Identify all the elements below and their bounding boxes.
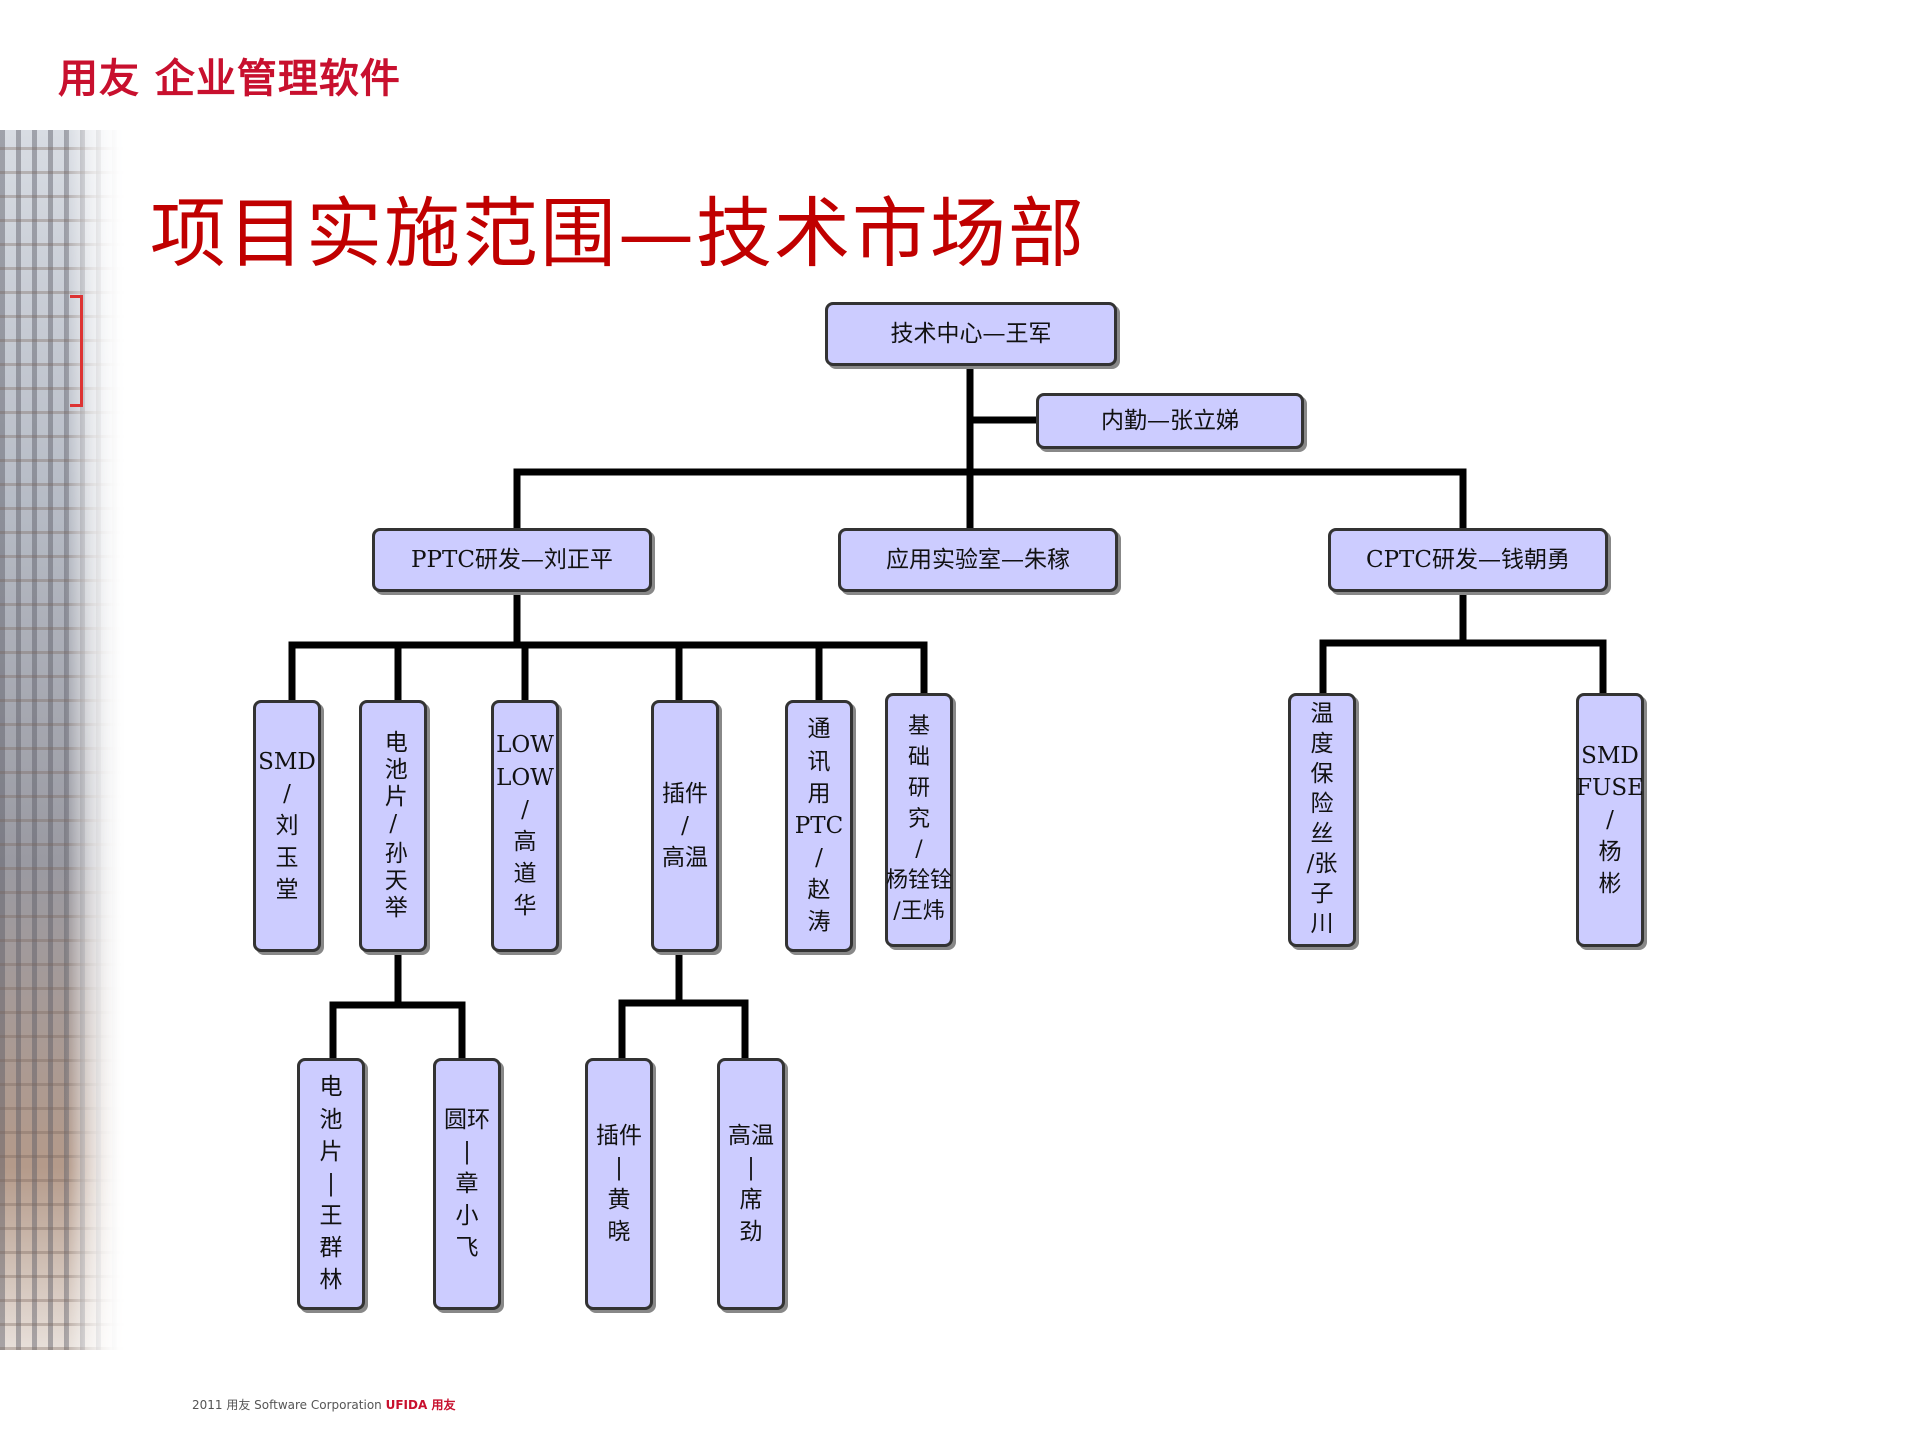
node-battery: 电池片/孙天举 bbox=[359, 700, 427, 952]
text-line: 基 bbox=[907, 714, 930, 740]
node-plugin-huang: 插件 | 黄 晓 bbox=[585, 1058, 653, 1310]
text-line: 赵 bbox=[807, 877, 831, 904]
text-line: 堂 bbox=[275, 877, 299, 904]
footer-brand: UFIDA 用友 bbox=[385, 1398, 456, 1412]
text-line: | bbox=[747, 1154, 755, 1181]
text-line: 杨铨铨 bbox=[886, 868, 953, 894]
text-line: 丝 bbox=[1310, 821, 1334, 847]
node-tech-center: 技术中心—王军 bbox=[825, 302, 1117, 366]
text-line: 劲 bbox=[739, 1219, 763, 1246]
node-smd-fuse: SMD FUSE / 杨 彬 bbox=[1576, 693, 1644, 947]
text-line: 彬 bbox=[1598, 871, 1622, 898]
text-line: | bbox=[327, 1170, 335, 1197]
text-line: 高 bbox=[513, 829, 537, 855]
node-smd: SMD / 刘 玉 堂 bbox=[253, 700, 321, 952]
text-line: SMD bbox=[258, 748, 316, 775]
text-line: 林 bbox=[319, 1267, 343, 1294]
text-line: 研 bbox=[907, 775, 930, 801]
text-line: SMD bbox=[1581, 742, 1639, 769]
text-line: 高温 bbox=[662, 845, 708, 872]
text-line: 片 bbox=[319, 1138, 343, 1165]
text-line: LOW bbox=[496, 732, 554, 759]
node-basic-research: 基 础 研 究 / 杨铨铨 /王炜 bbox=[885, 693, 953, 947]
text-line: 础 bbox=[907, 745, 930, 770]
text-line: 用 bbox=[807, 780, 831, 807]
building-image bbox=[0, 130, 128, 1350]
text-line: / bbox=[1606, 806, 1614, 833]
text-line: 刘 bbox=[275, 812, 299, 839]
text-line: 章 bbox=[455, 1170, 479, 1197]
node-battery-wang: 电 池 片 | 王 群 林 bbox=[297, 1058, 365, 1310]
node-low: LOW LOW / 高 道 华 bbox=[491, 700, 559, 952]
text-line: 电 bbox=[319, 1074, 343, 1101]
footer-text: 2011 用友 Software Corporation bbox=[192, 1398, 382, 1412]
text-line: 群 bbox=[319, 1235, 343, 1262]
node-assistant: 内勤—张立娣 bbox=[1036, 393, 1304, 449]
text-line: LOW bbox=[496, 764, 554, 791]
text-line: 道 bbox=[513, 861, 537, 888]
node-pptc: PPTC研发—刘正平 bbox=[372, 528, 652, 592]
text-line: 涛 bbox=[807, 909, 831, 936]
building-accent bbox=[70, 295, 83, 407]
node-lab: 应用实验室—朱稼 bbox=[838, 528, 1118, 592]
text-line: 究 bbox=[907, 806, 930, 832]
footer: 2011 用友 Software Corporation UFIDA 用友 bbox=[192, 1396, 455, 1413]
text-line: /张 bbox=[1306, 850, 1338, 877]
text-line: 晓 bbox=[607, 1219, 631, 1246]
text-line: 飞 bbox=[455, 1235, 479, 1262]
text-line: /王炜 bbox=[893, 898, 945, 924]
node-plugin: 插件 / 高温 bbox=[651, 700, 719, 952]
text-line: / bbox=[283, 780, 291, 807]
text-line: / bbox=[521, 796, 529, 823]
node-hightemp-xi: 高温 | 席 劲 bbox=[717, 1058, 785, 1310]
text-line: 杨 bbox=[1598, 839, 1622, 866]
text-line: 通 bbox=[807, 716, 831, 743]
text-line: | bbox=[615, 1154, 623, 1181]
text-line: 保 bbox=[1310, 761, 1334, 788]
text-line: 温 bbox=[1310, 701, 1334, 728]
text-line: 子 bbox=[1310, 880, 1334, 907]
node-ring: 圆环 | 章 小 飞 bbox=[433, 1058, 501, 1310]
page-title: 项目实施范围—技术市场部 bbox=[150, 189, 1086, 278]
text-line: / bbox=[681, 812, 689, 839]
text-line: / bbox=[815, 845, 823, 872]
text-line: 插件 bbox=[596, 1122, 642, 1149]
node-cptc: CPTC研发—钱朝勇 bbox=[1328, 528, 1608, 592]
text-line: 度 bbox=[1310, 731, 1334, 758]
text-line: 险 bbox=[1310, 791, 1334, 818]
text-line: 池 bbox=[319, 1106, 343, 1133]
text-line: PTC bbox=[794, 812, 844, 839]
text-line: 讯 bbox=[807, 748, 831, 775]
text-line: 插件 bbox=[662, 780, 708, 807]
text-line: / bbox=[915, 837, 923, 863]
text-line: 川 bbox=[1310, 910, 1334, 937]
text-line: FUSE bbox=[1576, 774, 1644, 801]
text-line: 高温 bbox=[728, 1122, 774, 1149]
text-line: 黄 bbox=[607, 1187, 631, 1213]
text-line: | bbox=[463, 1138, 471, 1165]
text-line: 玉 bbox=[275, 845, 299, 872]
text-line: 华 bbox=[513, 893, 537, 920]
text-line: 小 bbox=[455, 1203, 479, 1230]
brand-logo: 用友 企业管理软件 bbox=[58, 56, 401, 102]
node-temp-fuse: 温 度 保 险 丝 /张 子 川 bbox=[1288, 693, 1356, 947]
text-line: 席 bbox=[739, 1187, 763, 1213]
text-line: 圆环 bbox=[444, 1106, 490, 1133]
node-comm-ptc: 通 讯 用 PTC / 赵 涛 bbox=[785, 700, 853, 952]
text-line: 王 bbox=[319, 1203, 343, 1230]
